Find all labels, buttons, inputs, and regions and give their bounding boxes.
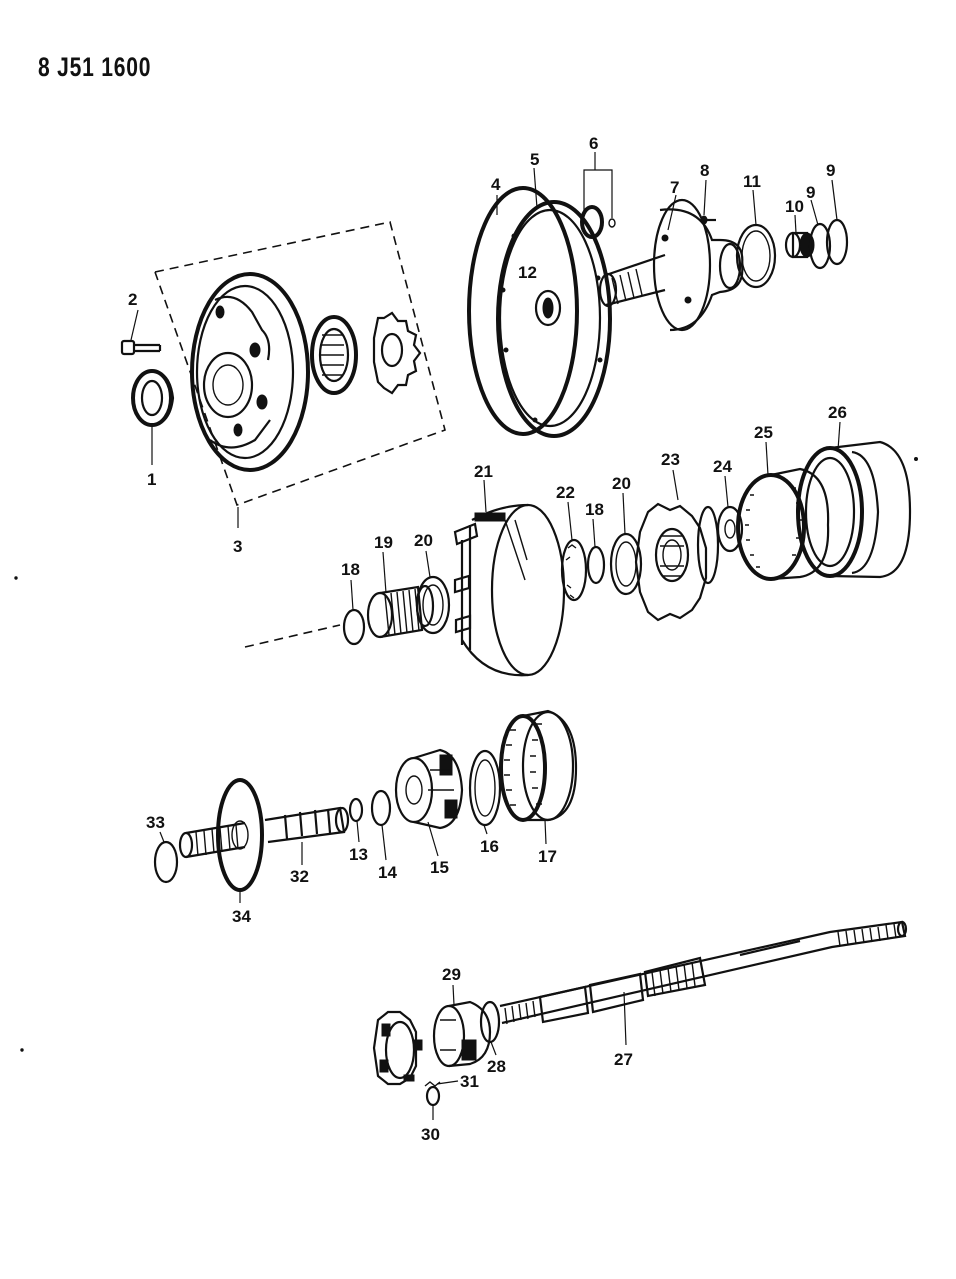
part-30-roller [425,1085,441,1107]
part-7-reaction-shaft-support [598,198,744,332]
callout-22: 22 [556,483,575,502]
part-15-front-planetary-carrier [394,748,464,830]
callout-13: 13 [349,845,368,864]
callout-19: 19 [374,533,393,552]
callout-11: 11 [743,172,761,191]
callout-15: 15 [430,858,449,877]
part-14-thrust-washer [370,789,392,827]
part-5-retainer-band [496,200,612,438]
part-25-annulus-gear [736,467,830,581]
callout-21: 21 [474,462,493,481]
pump-assembly-bracket [154,221,446,507]
callout-16: 16 [480,837,499,856]
callout-2: 2 [128,290,137,309]
callout-9a: 9 [806,183,815,202]
part-16-thrust-washer [468,749,502,827]
callout-20a: 20 [414,531,433,550]
part-18-snap-ring-rear [586,545,606,585]
part-11-thrust-washer [735,223,777,289]
part-21-driving-shell [453,503,566,677]
callout-14: 14 [378,863,397,882]
part-9-seal-rings [808,218,849,270]
callout-6: 6 [589,134,598,153]
callout-33: 33 [146,813,165,832]
part-33-snap-ring [153,840,179,884]
callout-30: 30 [421,1125,440,1144]
callout-34: 34 [232,907,251,926]
callout-18b: 18 [585,500,604,519]
callout-9b: 9 [826,161,835,180]
pump-inner-gear [372,311,422,395]
callout-12: 12 [518,263,537,282]
part-4-seal-ring [467,186,579,436]
leader-lines [130,152,841,1120]
callout-25: 25 [754,423,773,442]
callout-8: 8 [700,161,709,180]
part-23-rear-planetary-carrier [634,502,720,622]
callout-5: 5 [530,150,539,169]
part-overrunning-clutch-cam [372,1010,423,1086]
part-26-drum [796,440,912,579]
part-34-thrust-washer [216,778,264,892]
part-6-snap-ring-and-pin [580,205,616,239]
callout-17: 17 [538,847,557,866]
document-id: 8 J51 1600 [38,52,152,82]
callout-31: 31 [460,1072,479,1091]
callout-4: 4 [491,175,501,194]
part-13-snap-ring [348,797,364,823]
pump-outer-gear [310,315,358,395]
front-planetary-bracket [244,624,341,648]
callout-1: 1 [147,470,156,489]
callout-27: 27 [614,1050,633,1069]
part-12-bushing [534,289,562,327]
callout-32: 32 [290,867,309,886]
scan-speck [20,1048,24,1052]
part-1-oil-seal [131,369,175,427]
callout-20b: 20 [612,474,631,493]
part-27-input-shaft [499,920,908,1025]
part-8-screw [700,215,716,225]
part-24-thrust-washer [716,505,744,553]
callout-23: 23 [661,450,680,469]
callout-28: 28 [487,1057,506,1076]
part-2-bolt [120,339,162,356]
callout-7: 7 [670,178,679,197]
part-17-annulus-gear [499,709,578,822]
part-19-sun-gear [366,584,435,639]
part-20-thrust-washer [415,575,451,635]
scan-speck [14,576,18,580]
part-18-snap-ring [342,608,366,646]
part-22-thrust-plate [560,538,588,602]
callout-10: 10 [785,197,804,216]
part-3-pump-housing [190,272,310,472]
callout-18a: 18 [341,560,360,579]
callout-29: 29 [442,965,461,984]
callout-26: 26 [828,403,847,422]
callout-labels: 1 2 3 4 5 6 7 8 9 9 10 11 12 13 14 15 16… [128,134,847,1144]
part-32-output-shaft-front [178,806,350,859]
callout-24: 24 [713,457,732,476]
callout-3: 3 [233,537,242,556]
scan-speck [914,457,918,461]
part-29-overrunning-clutch-race [432,1000,492,1068]
